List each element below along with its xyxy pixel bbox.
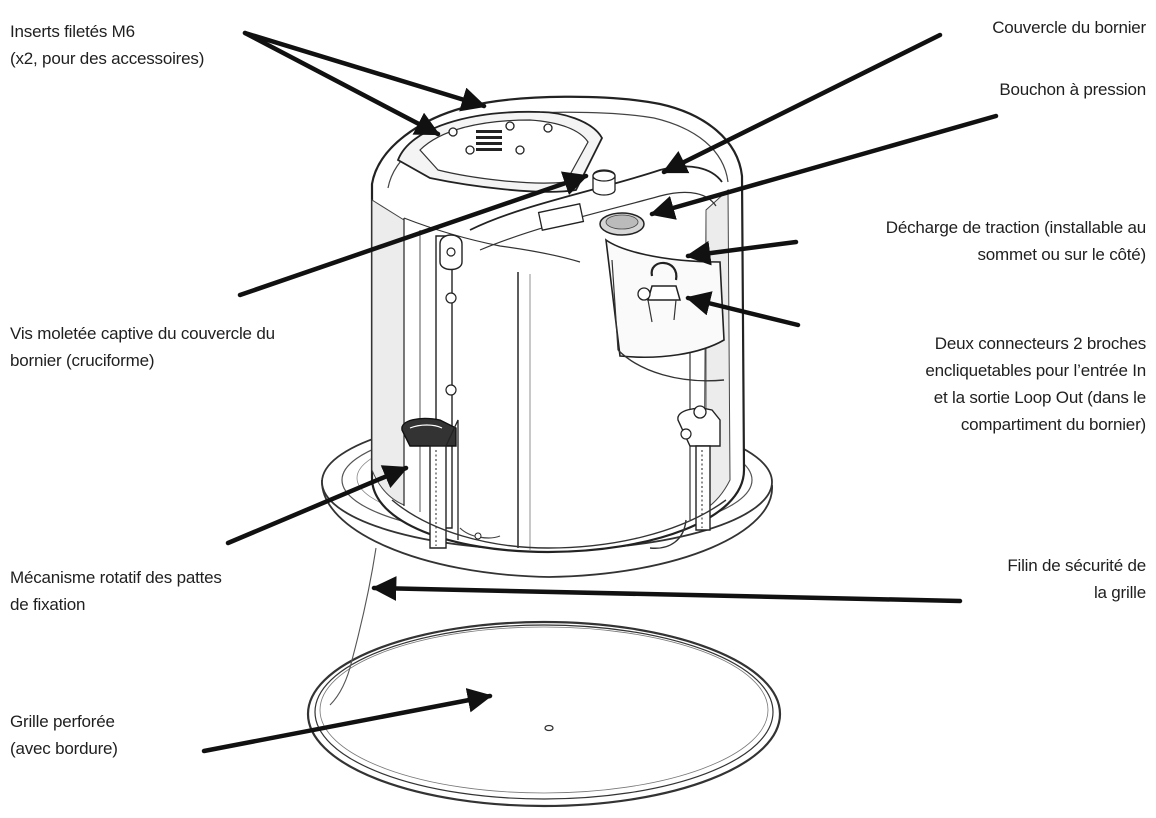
callout-arrows: [201, 30, 999, 754]
label-mecanisme: Mécanisme rotatif des pattes de fixation: [10, 568, 222, 614]
arrow-grille: [201, 688, 493, 754]
arrow-mecanisme: [225, 465, 409, 546]
arrow-filin: [371, 576, 963, 604]
grille-ring: [306, 620, 782, 808]
arrow-bouchon: [649, 113, 999, 220]
label-filin: Filin de sécurité de la grille: [1007, 556, 1146, 602]
label-bouchon: Bouchon à pression: [999, 80, 1146, 99]
label-vis: Vis moletée captive du couvercle du born…: [10, 324, 275, 370]
safety-cable: [329, 547, 377, 706]
label-connecteurs: Deux connecteurs 2 broches encliquetable…: [925, 334, 1146, 434]
arrow-connecteurs: [685, 291, 801, 328]
label-inserts: Inserts filetés M6 (x2, pour des accesso…: [10, 22, 205, 68]
label-decharge: Décharge de traction (installable au som…: [885, 218, 1146, 264]
label-grille: Grille perforée (avec bordure): [10, 712, 118, 758]
speaker-can: [370, 95, 746, 554]
arrow-decharge: [685, 239, 799, 266]
arrow-inserts-1: [242, 30, 487, 112]
arrow-vis: [237, 171, 589, 298]
arrow-couvercle: [661, 32, 943, 175]
label-couvercle: Couvercle du bornier: [992, 18, 1146, 37]
arrow-inserts-2: [242, 30, 441, 137]
